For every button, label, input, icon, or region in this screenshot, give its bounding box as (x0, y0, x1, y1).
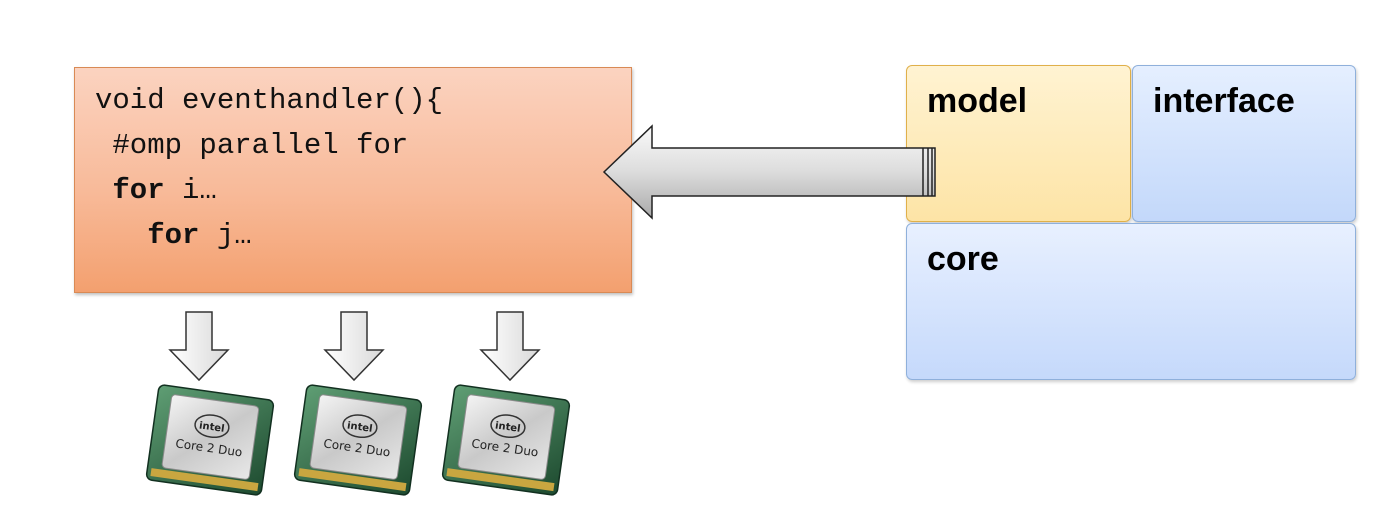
left-arrow-icon (602, 124, 936, 220)
code-line-1: void eventhandler(){ (95, 84, 444, 117)
cpu-brand-1: intel (198, 420, 225, 434)
cpu-brand-2: intel (346, 420, 373, 434)
interface-block: interface (1132, 65, 1356, 222)
model-label: model (927, 82, 1028, 120)
code-box: void eventhandler(){ #omp parallel for f… (74, 67, 632, 293)
code-line-2: #omp parallel for (95, 129, 409, 162)
cpu-brand-3: intel (494, 420, 521, 434)
down-arrow-icon (323, 311, 385, 382)
cpu-chip-icon: intel Core 2 Duo (293, 384, 423, 496)
down-arrow-icon (479, 311, 541, 382)
core-block: core (906, 223, 1356, 380)
code-line-4: for j… (95, 219, 252, 252)
down-arrow-icon (168, 311, 230, 382)
model-block: model (906, 65, 1131, 222)
cpu-chip-icon: intel Core 2 Duo (145, 384, 275, 496)
cpu-chip-icon: intel Core 2 Duo (441, 384, 571, 496)
code-line-3: for i… (95, 174, 217, 207)
core-label: core (927, 240, 999, 278)
interface-label: interface (1153, 82, 1295, 120)
